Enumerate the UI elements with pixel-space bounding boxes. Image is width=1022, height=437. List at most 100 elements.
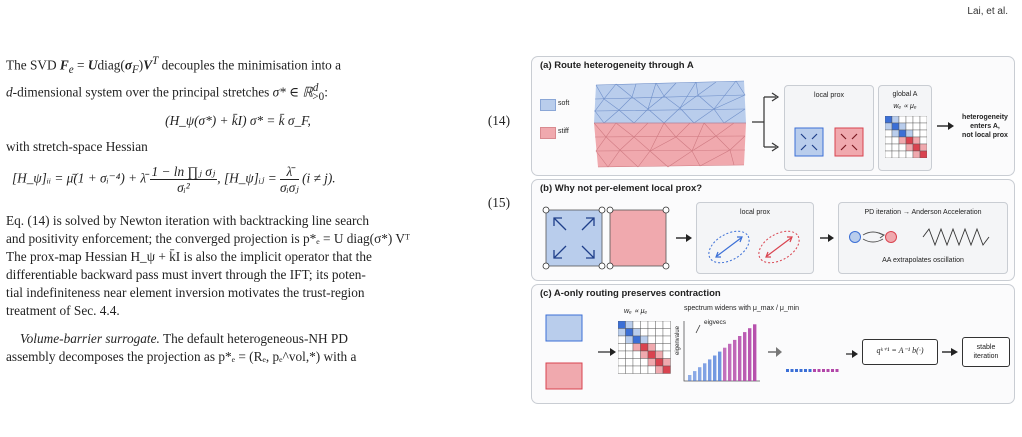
- matrix-cell: [640, 365, 649, 374]
- flat-eigen-bar: [835, 369, 839, 372]
- legend-stiff-label: stiff: [558, 128, 569, 135]
- matrix-cell: [905, 122, 914, 131]
- matrix-cell: [655, 328, 664, 337]
- matrix-cell: [905, 143, 914, 152]
- matrix-cell: [632, 328, 641, 337]
- matrix-cell: [891, 116, 900, 124]
- arrow-to-update: [846, 350, 858, 358]
- matrix-cell: [625, 335, 634, 344]
- matrix-cell: [905, 136, 914, 145]
- matrix-cell: [618, 321, 626, 329]
- matrix-cell: [618, 328, 626, 337]
- eigen-bar: [748, 328, 752, 381]
- eigen-bar: [753, 324, 757, 381]
- oscillation-diagram: [849, 227, 990, 247]
- matrix-cell: [885, 122, 893, 131]
- matrix-cell: [912, 136, 921, 145]
- matrix-cell: [618, 343, 626, 352]
- local-prox-box-b: local prox: [696, 202, 814, 274]
- flat-eigen-bar: [786, 369, 789, 372]
- stretch-ellipses: [708, 230, 800, 264]
- figure: (a) Route heterogeneity through A soft s…: [531, 56, 1015, 404]
- matrix-cell: [919, 136, 927, 145]
- matrix-cell: [662, 335, 671, 344]
- matrix-cell: [662, 328, 671, 337]
- matrix-cell: [891, 150, 900, 158]
- panel-c-title: (c) A-only routing preserves contraction: [540, 288, 721, 299]
- flat-eigen-bar: [808, 369, 812, 372]
- matrix-cell: [662, 350, 671, 359]
- eigen-bar: [723, 347, 727, 381]
- matrix-cell: [655, 343, 664, 352]
- matrix-cell: [662, 343, 671, 352]
- matrix-cell: [885, 129, 893, 138]
- matrix-cell: [912, 116, 921, 124]
- update-rule-box: qᵏ⁺¹ = A⁻¹ b(·): [862, 339, 938, 365]
- eigen-bar: [718, 351, 722, 381]
- matrix-cell: [898, 136, 907, 145]
- matrix-cell: [885, 143, 893, 152]
- matrix-cell: [647, 365, 656, 374]
- local-prox-box: local prox: [784, 85, 874, 171]
- panel-a-title: (a) Route heterogeneity through A: [540, 60, 694, 71]
- equation-15: [H_ψ]ᵢᵢ = μ̄(1 + σᵢ⁻⁴) + λ̄ 1 − ln ∏ⱼ σⱼ…: [12, 164, 510, 211]
- matrix-cell: [905, 150, 914, 158]
- eigenvalue-axis-label: eigenvalue: [675, 325, 681, 355]
- eigen-bar: [713, 355, 717, 381]
- matrix-cell: [891, 122, 900, 131]
- matrix-cell: [655, 358, 664, 367]
- matrix-cell: [640, 358, 649, 367]
- matrix-cell: [912, 150, 921, 158]
- matrix-cell: [640, 328, 649, 337]
- matrix-cell: [885, 150, 893, 158]
- local-prox-blocks: [794, 127, 864, 157]
- running-head: Lai, et al.: [967, 6, 1008, 17]
- matrix-cell: [632, 358, 641, 367]
- spectrum-label: spectrum widens with μ_max / μ_min: [684, 305, 800, 312]
- matrix-cell: [912, 143, 921, 152]
- matrix-cell: [885, 116, 893, 124]
- equation-14: (H_ψ(σ*) + k̄I) σ* = k̄ σ_F, (14): [165, 113, 510, 129]
- pd-iteration-box: PD iteration → Anderson Acceleration AA …: [838, 202, 1008, 274]
- matrix-cell: [647, 321, 656, 329]
- paragraph-newton: Eq. (14) is solved by Newton iteration w…: [6, 213, 410, 319]
- arrow-to-local-prox: [676, 234, 692, 242]
- matrix-cell: [647, 328, 656, 337]
- arrow-to-pd: [820, 234, 834, 242]
- matrix-cell: [618, 358, 626, 367]
- matrix-cell: [647, 343, 656, 352]
- flat-eigen-bar: [795, 369, 798, 372]
- eigen-bar: [733, 339, 737, 381]
- matrix-cell: [655, 350, 664, 359]
- panel-b-title: (b) Why not per-element local prox?: [540, 183, 703, 194]
- global-a-matrix: [885, 116, 927, 158]
- panel-c: (c) A-only routing preserves contraction…: [531, 284, 1015, 404]
- eigen-bar: [728, 343, 732, 381]
- flat-eigen-bar: [817, 369, 821, 372]
- matrix-cell: [905, 129, 914, 138]
- matrix-cell: [640, 343, 649, 352]
- eigen-bar: [738, 336, 742, 381]
- arrow-to-stable: [942, 348, 958, 356]
- soft-stiff-elements: [545, 314, 583, 390]
- matrix-cell: [625, 321, 634, 329]
- matrix-cell: [898, 116, 907, 124]
- eigen-bar: [708, 359, 712, 381]
- eigvecs-label: eigvecs: [704, 319, 727, 326]
- matrix-cell: [919, 150, 927, 158]
- matrix-cell: [912, 129, 921, 138]
- matrix-cell: [891, 129, 900, 138]
- matrix-cell: [640, 350, 649, 359]
- paragraph-hessian-intro: with stretch-space Hessian: [6, 139, 148, 155]
- matrix-cell: [640, 321, 649, 329]
- arrow-to-result-a: [937, 122, 954, 130]
- matrix-cell: [625, 358, 634, 367]
- matrix-cell: [655, 335, 664, 344]
- matrix-cell: [647, 335, 656, 344]
- flat-eigen-bar: [826, 369, 830, 372]
- compressed-spectrum: [786, 369, 839, 372]
- matrix-cell: [919, 122, 927, 131]
- panel-c-weight-label: wₑ ∝ μₑ: [624, 308, 648, 315]
- body-text-column: The SVD Fe = Udiag(σF)VT decouples the m…: [6, 52, 510, 366]
